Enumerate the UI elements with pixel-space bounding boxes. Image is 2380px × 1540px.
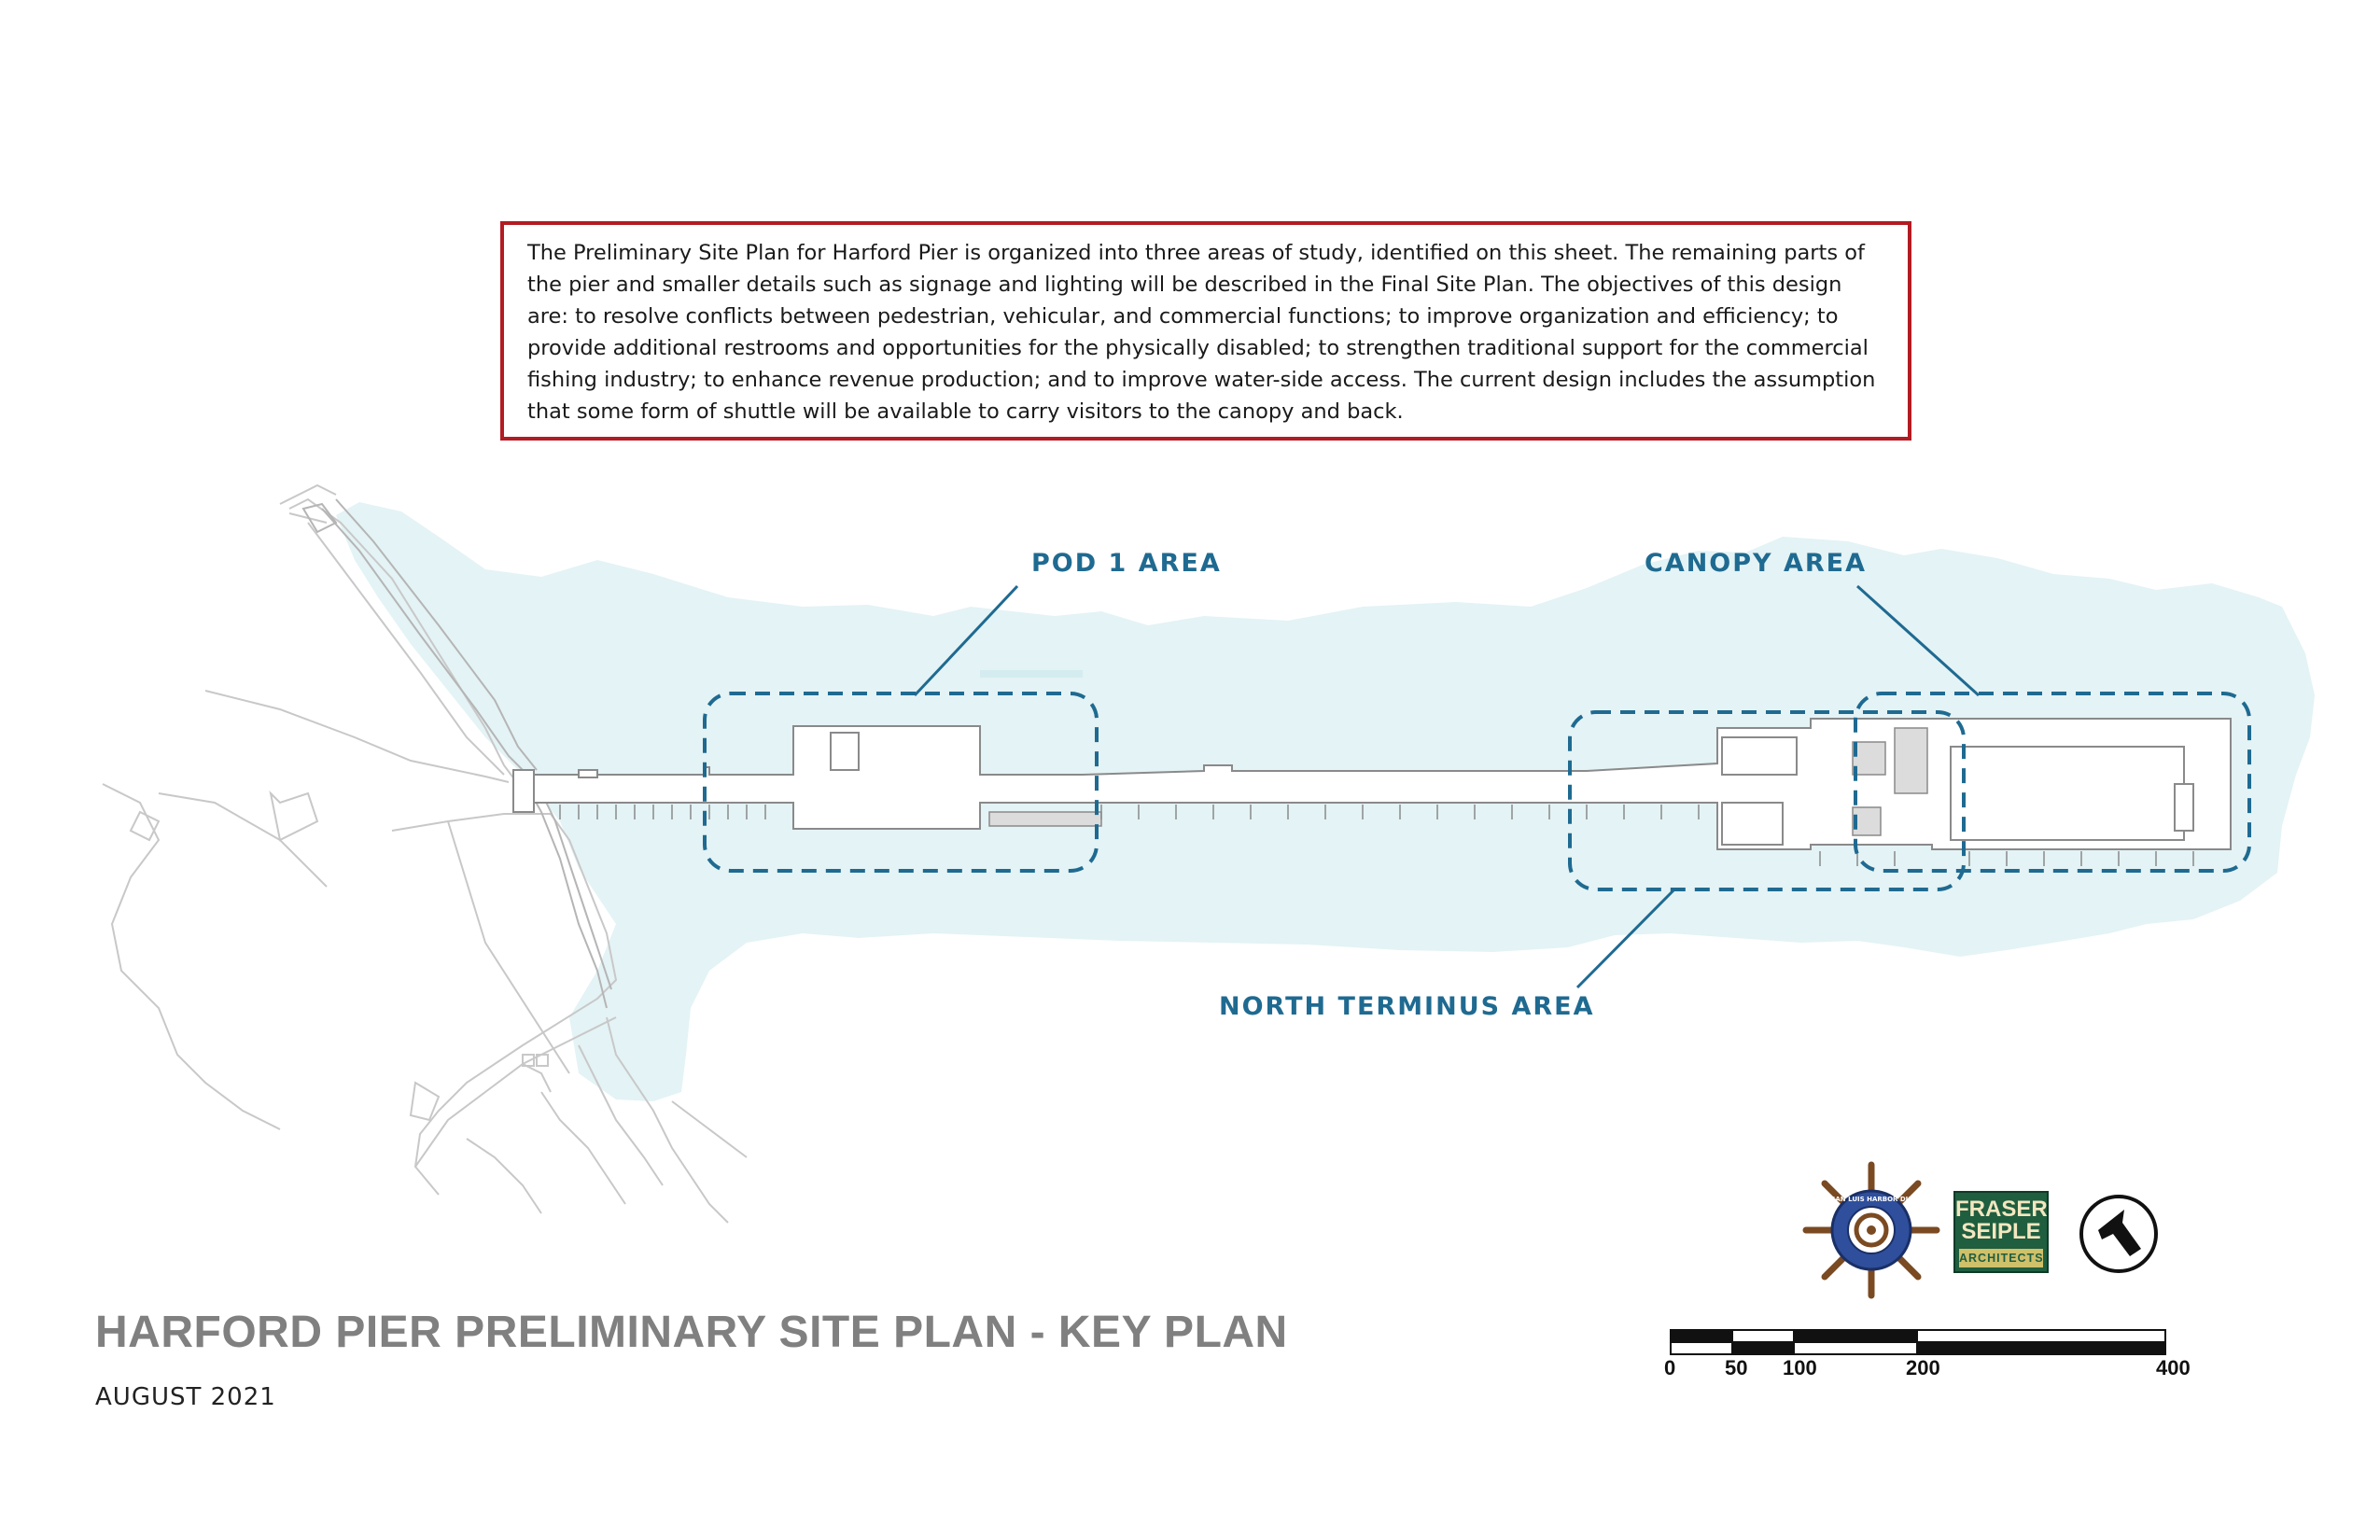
scale-label-100: 100	[1783, 1356, 1817, 1379]
scale-bar-labels: 0 50 100 200 400	[1664, 1356, 2191, 1379]
firm-logo-line2: SEIPLE	[1961, 1219, 2041, 1244]
pier-structure	[512, 718, 2232, 850]
intro-text-box: The Preliminary Site Plan for Harford Pi…	[500, 221, 1911, 441]
scale-bar	[1670, 1329, 2166, 1355]
harbor-district-logo: PORT SAN LUIS HARBOR DISTRICT	[1802, 1161, 1940, 1299]
north-terminus-area-label: NORTH TERMINUS AREA	[1219, 992, 1595, 1021]
scale-label-0: 0	[1664, 1356, 1675, 1379]
scale-label-50: 50	[1725, 1356, 1747, 1379]
shoreline-linework	[102, 483, 748, 1224]
north-terminus-area-outline	[1568, 710, 1966, 891]
plan-date: AUGUST 2021	[95, 1383, 276, 1411]
intro-paragraph: The Preliminary Site Plan for Harford Pi…	[527, 241, 1876, 424]
architect-firm-logo: FRASER SEIPLE ARCHITECTS	[1953, 1191, 2049, 1273]
area-outlines	[703, 692, 2251, 891]
canopy-area-outline	[1854, 692, 2251, 873]
firm-logo-line3: ARCHITECTS	[1959, 1249, 2043, 1267]
pier-ramps	[559, 805, 2194, 866]
leader-lines	[913, 584, 1981, 989]
page-title: HARFORD PIER PRELIMINARY SITE PLAN - KEY…	[95, 1308, 1288, 1357]
pier-moored-boat	[980, 670, 1083, 678]
harbor-district-logo-text: PORT SAN LUIS HARBOR DISTRICT	[1809, 1196, 1934, 1203]
pod1-area-label: POD 1 AREA	[1031, 549, 1222, 578]
north-arrow-icon	[2079, 1195, 2158, 1273]
scale-label-400: 400	[2156, 1356, 2191, 1379]
hatched-zones	[988, 727, 1928, 836]
canopy-area-label: CANOPY AREA	[1645, 549, 1867, 578]
scale-label-200: 200	[1906, 1356, 1940, 1379]
causeway	[301, 498, 612, 1009]
firm-logo-line1: FRASER	[1955, 1197, 2048, 1222]
pod1-area-outline	[703, 692, 1099, 873]
